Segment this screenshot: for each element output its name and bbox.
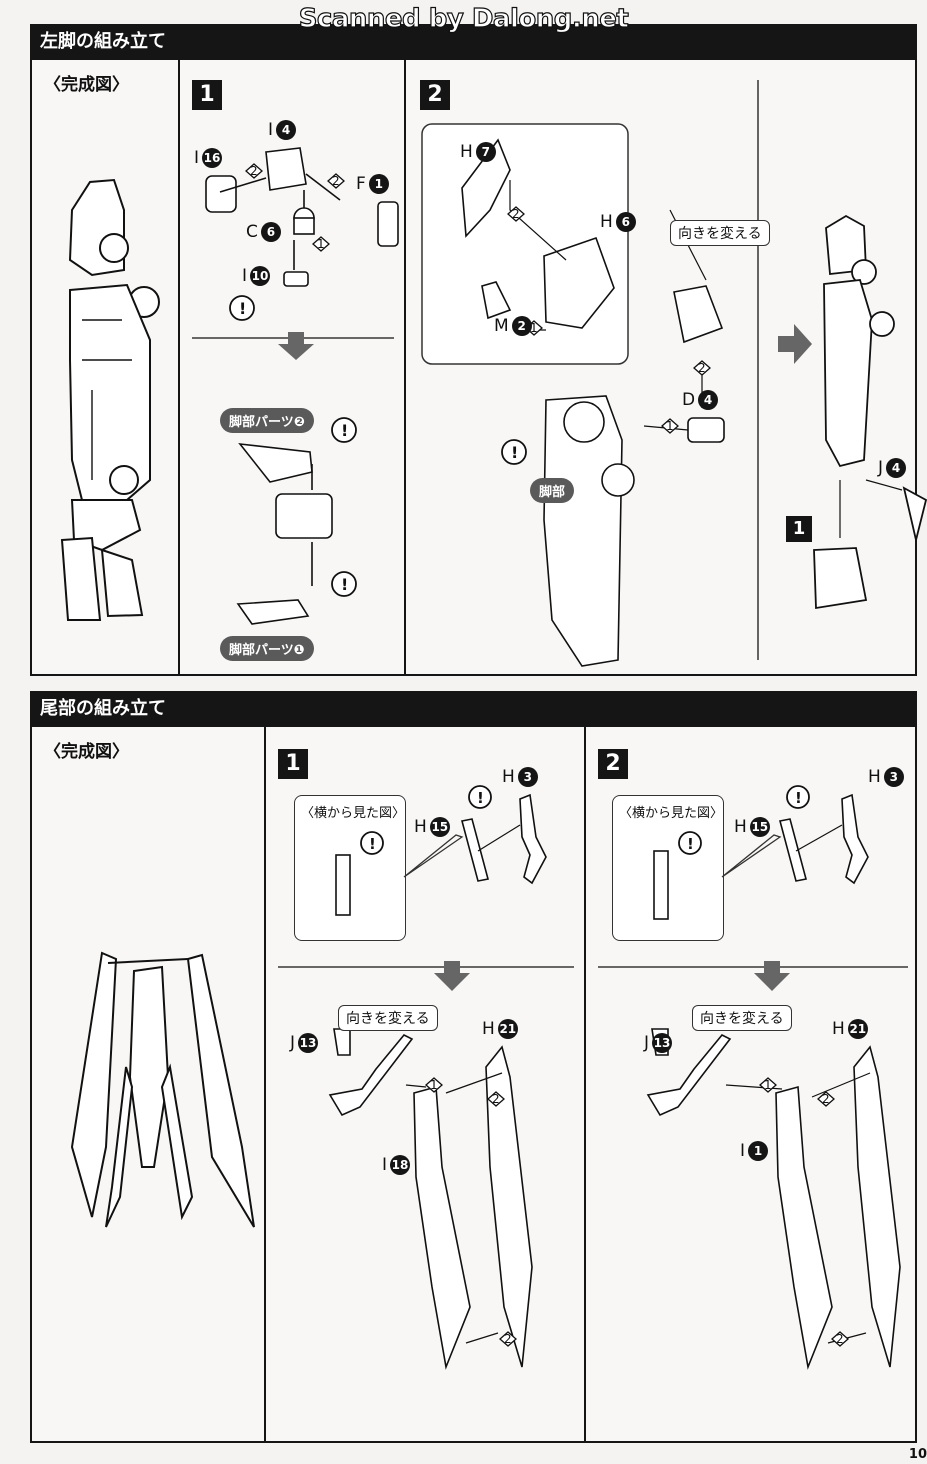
tail-complete-label: 〈完成図〉 <box>44 742 129 762</box>
side-view-title: 〈横から見た図〉 <box>301 806 406 821</box>
tail-step1-panel: 1 〈横から見た図〉 ! ! <box>264 727 584 1441</box>
leg-part2-pill: 脚部パーツ❷ <box>220 408 314 433</box>
svg-text:!: ! <box>795 789 802 807</box>
tail-complete-illustration <box>70 951 255 1228</box>
svg-text:!: ! <box>687 835 694 853</box>
leg-pill: 脚部 <box>530 478 575 503</box>
tail-s2-num-a: 1 <box>764 1078 772 1092</box>
step1-parts-illustration: 2 2 1 !!! <box>192 147 399 625</box>
tail-s1-num-a: 1 <box>430 1078 438 1092</box>
tail-section: 〈完成図〉 1 〈横から見た図〉 ! ! <box>30 727 917 1443</box>
tail-change-direction: 向きを変える <box>338 1005 438 1031</box>
step-2-badge: 2 <box>420 80 450 110</box>
change-direction-callout: 向きを変える <box>670 220 770 246</box>
tail-step2-panel: 2 〈横から見た図〉 ! ! <box>584 727 917 1441</box>
complete-label: 〈完成図〉 <box>44 75 129 95</box>
tail-s1-num-c: 2 <box>504 1332 512 1346</box>
tail-step2-illustration: ! ! <box>598 785 908 1370</box>
step-1-badge: 1 <box>192 80 222 110</box>
leg-complete-panel: 〈完成図〉 <box>32 60 178 674</box>
tail-complete-panel: 〈完成図〉 <box>32 727 264 1441</box>
leg-step2-panel: 2 <box>404 60 770 674</box>
step-num-c: 1 <box>317 237 325 251</box>
step-num-a: 2 <box>250 164 258 178</box>
scan-watermark: Scanned by Dalong.net <box>298 3 629 34</box>
tail-step-2-badge: 2 <box>598 749 628 779</box>
s2-num-d: 1 <box>666 419 674 433</box>
svg-text:!: ! <box>511 443 518 462</box>
step-num-b: 2 <box>332 174 340 188</box>
leg-complete-illustration <box>60 178 160 621</box>
side-view-title-2: 〈横から見た図〉 <box>619 806 724 821</box>
svg-text:!: ! <box>239 299 246 318</box>
tail-step-1-badge: 1 <box>278 749 308 779</box>
tail2-change-direction: 向きを変える <box>692 1005 792 1031</box>
svg-text:!: ! <box>341 575 348 594</box>
leg-result-illustration <box>778 214 927 610</box>
tail-step1-illustration: ! ! <box>278 785 574 1370</box>
tail-s1-num-b: 2 <box>492 1092 500 1106</box>
reference-step-1-badge: 1 <box>786 516 812 542</box>
leg-section-title: 左脚の組み立て <box>30 24 917 60</box>
tail-section-title: 尾部の組み立て <box>30 691 917 727</box>
page-number: 10 <box>908 1447 927 1462</box>
s2-num-b: 1 <box>530 321 538 335</box>
step2-illustration: 2 1 2 1 ! <box>421 80 759 667</box>
s2-num-a: 2 <box>512 207 520 221</box>
svg-text:!: ! <box>477 789 484 807</box>
svg-text:!: ! <box>341 421 348 440</box>
s2-num-c: 2 <box>698 361 706 375</box>
leg-part1-pill: 脚部パーツ❶ <box>220 636 314 661</box>
tail-s2-num-c: 2 <box>836 1332 844 1346</box>
svg-text:!: ! <box>369 835 376 853</box>
tail-s2-num-b: 2 <box>822 1092 830 1106</box>
